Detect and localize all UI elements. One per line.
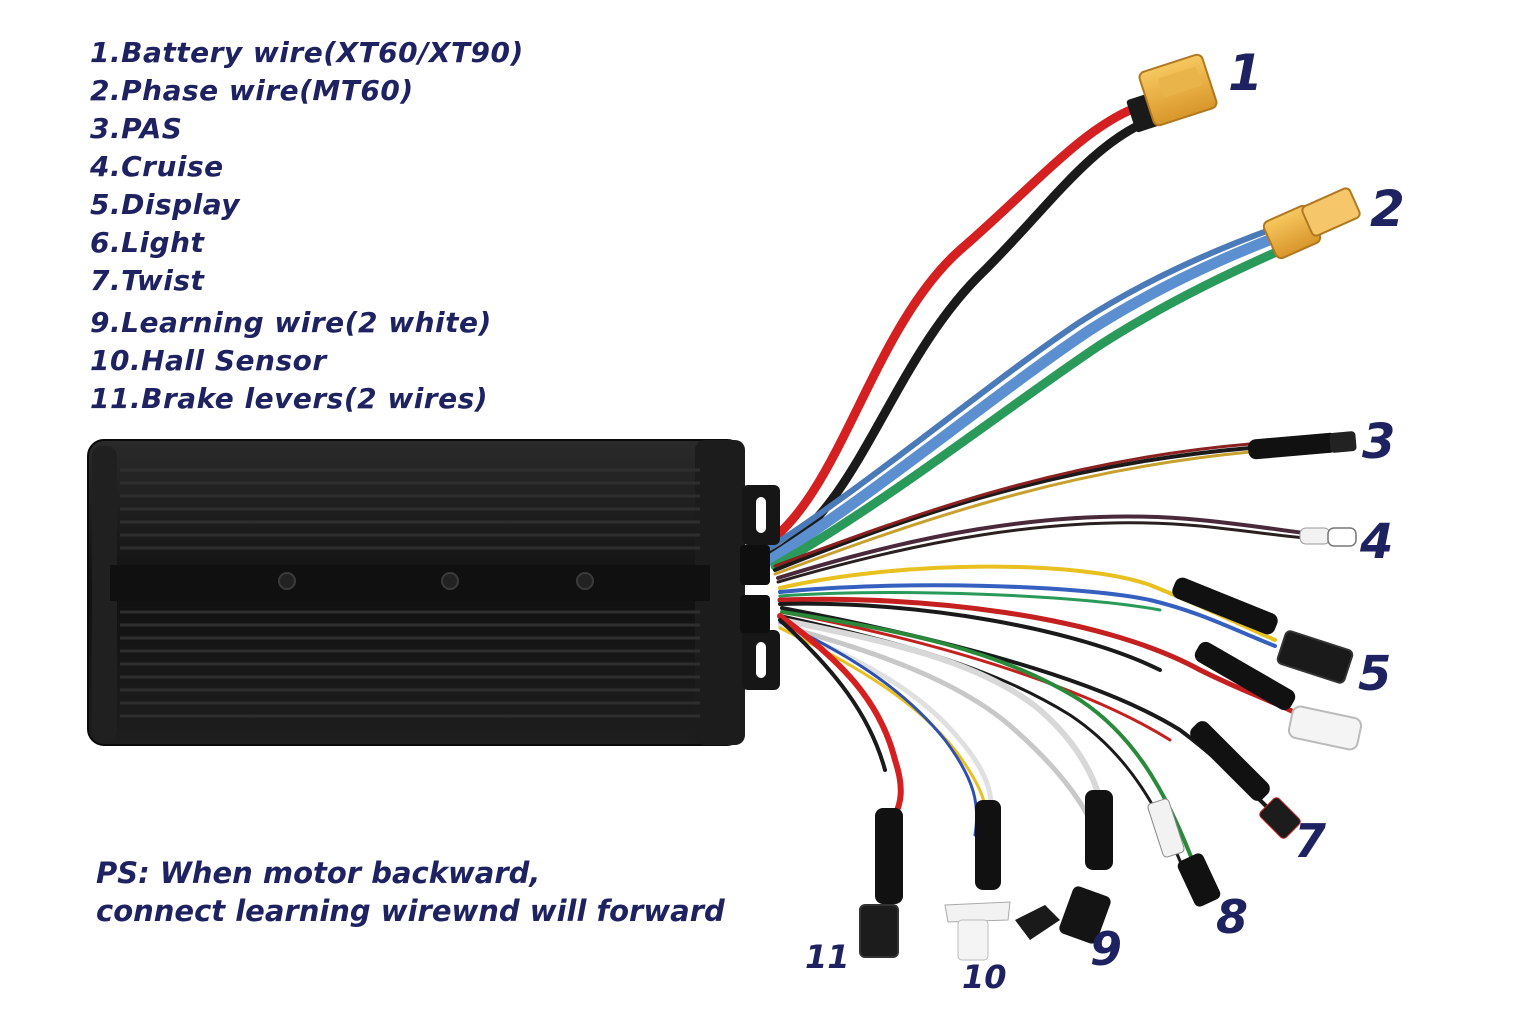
twist-wire-red: [780, 610, 1172, 742]
hall-wire-blue: [778, 620, 979, 837]
callout-5: 5: [1358, 646, 1392, 702]
legend-item-brake: 11.Brake levers(2 wires): [90, 382, 489, 415]
connector-hall: [944, 800, 1011, 961]
callout-10: 10: [962, 958, 1007, 996]
connector-light: [1194, 641, 1363, 751]
connector-twist: [1190, 721, 1301, 839]
callout-8: 8: [1216, 890, 1249, 944]
legend-item-display: 5.Display: [90, 188, 241, 221]
legend-item-light: 6.Light: [90, 226, 205, 259]
display-wire-blue: [778, 583, 1277, 648]
connector-mt60: [1262, 187, 1361, 260]
legend-item-phase: 2.Phase wire(MT60): [90, 74, 414, 107]
ps-note-line-1: PS: When motor backward,: [96, 856, 541, 890]
brake-wire-red: [777, 613, 904, 818]
legend-item-twist: 7.Twist: [90, 264, 205, 297]
housing-fins: [120, 468, 700, 718]
brake-wire-black: [778, 618, 887, 772]
connector-xt60: [1126, 53, 1218, 133]
legend-item-cruise: 4.Cruise: [90, 150, 224, 183]
connector-8: [1147, 798, 1221, 907]
legend-item-learning: 9.Learning wire(2 white): [90, 306, 492, 339]
screw: [278, 572, 296, 590]
callout-9: 9: [1090, 922, 1123, 976]
pas-wire-red: [773, 442, 1252, 568]
phase-wire-yellow: [757, 225, 1278, 557]
display-wire-green: [778, 591, 1162, 612]
phase-wire-blue: [764, 229, 1288, 566]
connector-pas: [1247, 431, 1357, 460]
pas-wire-black: [773, 446, 1252, 572]
callout-1: 1: [1228, 44, 1263, 102]
ps-note: PS: When motor backward, connect learnin…: [96, 854, 725, 930]
learning-wire-white-2: [779, 623, 1093, 823]
battery-wire-black: [765, 115, 1155, 561]
connector-brake: [859, 808, 903, 958]
connector-cruise: [1299, 527, 1357, 547]
pas-wire-yellow: [773, 450, 1252, 576]
callout-11: 11: [805, 938, 850, 976]
cruise-wire: [776, 514, 1332, 580]
screw: [576, 572, 594, 590]
callout-3: 3: [1362, 414, 1396, 470]
phase-wire-green: [770, 241, 1295, 571]
connector-learning: [1015, 790, 1113, 944]
controller-housing: [87, 439, 780, 746]
ps-note-line-2: connect learning wirewnd will forward: [96, 894, 725, 928]
legend-item-hall: 10.Hall Sensor: [90, 344, 327, 377]
learning-wire-white: [779, 617, 1103, 803]
light-wire-black: [778, 601, 1162, 672]
legend-item-battery: 1.Battery wire(XT60/XT90): [90, 36, 524, 69]
callout-4: 4: [1360, 514, 1394, 570]
screw: [441, 572, 459, 590]
cruise-wire-2: [776, 521, 1332, 584]
battery-wire-red: [755, 103, 1140, 553]
connector-display: [1172, 577, 1354, 684]
callout-2: 2: [1370, 180, 1405, 238]
callout-7: 7: [1294, 814, 1327, 868]
wire-legend: 1.Battery wire(XT60/XT90) 2.Phase wire(M…: [90, 34, 524, 418]
legend-item-pas: 3.PAS: [90, 112, 183, 145]
